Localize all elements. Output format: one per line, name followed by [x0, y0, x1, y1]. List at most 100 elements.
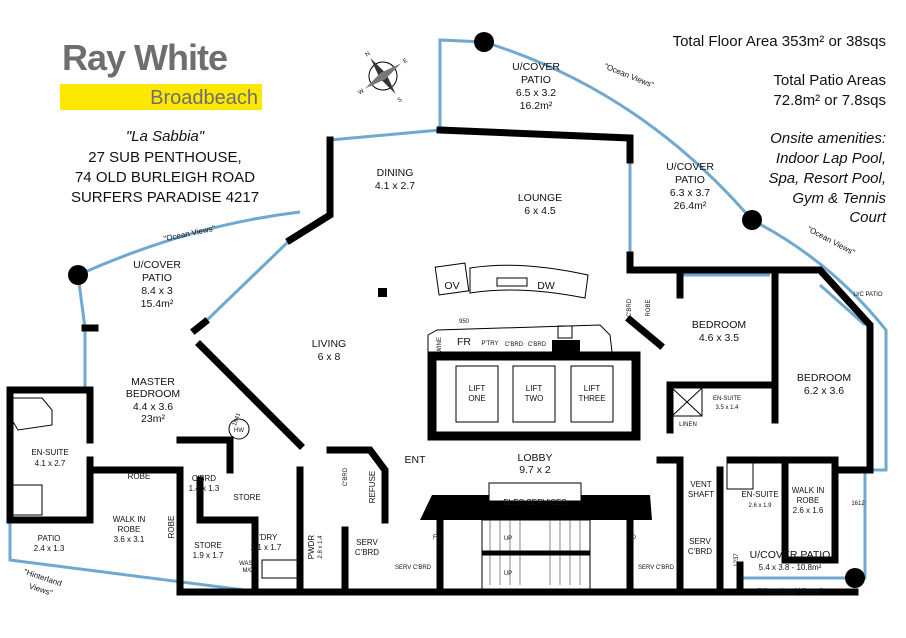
svg-text:4.6 x 3.5: 4.6 x 3.5 — [699, 332, 739, 344]
svg-text:"Ocean Views": "Ocean Views" — [806, 224, 857, 257]
svg-text:4.1 x 2.7: 4.1 x 2.7 — [375, 180, 415, 192]
svg-text:Gym & Tennis: Gym & Tennis — [792, 190, 886, 207]
svg-text:Onsite amenities:: Onsite amenities: — [770, 130, 886, 147]
svg-text:U/COVER: U/COVER — [133, 259, 181, 271]
svg-text:23m²: 23m² — [141, 413, 165, 425]
svg-text:THREE: THREE — [578, 394, 605, 403]
svg-text:LIFT: LIFT — [526, 384, 543, 393]
svg-text:PATIO: PATIO — [675, 174, 705, 186]
svg-text:1.4 x 1.3: 1.4 x 1.3 — [189, 484, 220, 493]
svg-text:U/C PATIO: U/C PATIO — [853, 292, 882, 298]
svg-text:WASH: WASH — [239, 561, 257, 567]
svg-text:6.3 x 3.7: 6.3 x 3.7 — [670, 187, 710, 199]
svg-text:FR: FR — [457, 336, 471, 348]
compass-icon: N S E W — [357, 51, 409, 104]
svg-text:DW: DW — [537, 280, 555, 292]
svg-text:BEDROOM: BEDROOM — [126, 388, 180, 400]
svg-text:UP: UP — [504, 571, 512, 577]
svg-text:DINING: DINING — [377, 167, 414, 179]
kitchen: OV DW WINE FR 950 P'TRY C'BRD C'BRD — [427, 262, 613, 354]
svg-text:EN-SUITE: EN-SUITE — [713, 396, 741, 402]
svg-text:27 SUB PENTHOUSE,: 27 SUB PENTHOUSE, — [88, 149, 241, 166]
svg-text:8.4 x 3: 8.4 x 3 — [141, 285, 173, 297]
svg-text:WALK IN: WALK IN — [113, 515, 146, 524]
columns — [68, 32, 865, 588]
svg-text:EN-SUITE: EN-SUITE — [31, 448, 68, 457]
svg-text:ROBE: ROBE — [118, 525, 141, 534]
svg-text:2.4 x 1.3: 2.4 x 1.3 — [34, 544, 65, 553]
svg-text:LIFT: LIFT — [469, 384, 486, 393]
svg-text:HW: HW — [234, 428, 244, 434]
svg-text:1.9 x 1.7: 1.9 x 1.7 — [193, 551, 224, 560]
svg-text:STORE: STORE — [194, 541, 221, 550]
svg-text:M/C: M/C — [243, 568, 255, 574]
svg-text:72.8m² or 7.8sqs: 72.8m² or 7.8sqs — [773, 92, 886, 109]
svg-text:SERV C'BRD: SERV C'BRD — [395, 565, 432, 571]
svg-text:FD: FD — [433, 535, 442, 541]
svg-text:C'BRD: C'BRD — [192, 474, 216, 483]
svg-text:ENT: ENT — [405, 454, 427, 466]
svg-text:16.2m²: 16.2m² — [520, 100, 553, 112]
svg-text:LOUNGE: LOUNGE — [518, 192, 562, 204]
svg-text:2.6 x 1.9: 2.6 x 1.9 — [748, 503, 772, 509]
stair-core: ELEC SERVICES UP UP — [420, 482, 652, 596]
svg-text:UP: UP — [504, 536, 512, 542]
svg-text:Spa, Resort Pool,: Spa, Resort Pool, — [768, 170, 886, 187]
svg-text:MASTER: MASTER — [131, 376, 175, 388]
svg-text:C'BRD: C'BRD — [688, 547, 712, 556]
svg-text:Court: Court — [849, 209, 887, 226]
svg-text:3.5 x 1.4: 3.5 x 1.4 — [715, 405, 739, 411]
svg-text:BEDROOM: BEDROOM — [797, 372, 851, 384]
svg-text:ROBE: ROBE — [167, 516, 176, 539]
svg-text:U/COVER: U/COVER — [512, 61, 560, 73]
svg-text:2.1 x 1.7: 2.1 x 1.7 — [251, 543, 282, 552]
svg-text:STORE: STORE — [233, 493, 260, 502]
svg-text:1237: 1237 — [734, 553, 740, 567]
lift-two: LIFT TWO — [512, 365, 556, 423]
svg-text:SHAFT: SHAFT — [688, 490, 714, 499]
svg-text:5.4 x 3.8 - 10.8m²: 5.4 x 3.8 - 10.8m² — [759, 563, 822, 572]
room-ensuite-master: EN-SUITE 4.1 x 2.7 — [31, 448, 68, 468]
svg-text:SERV: SERV — [356, 538, 378, 547]
ray-white-logo: Ray White Broadbeach — [60, 37, 262, 110]
svg-text:SERV: SERV — [689, 537, 711, 546]
svg-text:4.1 x 2.7: 4.1 x 2.7 — [35, 459, 66, 468]
svg-text:ROBE: ROBE — [128, 472, 151, 481]
svg-text:"Hinterland Views": "Hinterland Views" — [757, 587, 823, 596]
svg-text:3.6 x 3.1: 3.6 x 3.1 — [114, 535, 145, 544]
svg-text:REFUSE: REFUSE — [368, 471, 377, 503]
logo-yellow-bar — [60, 84, 262, 110]
svg-text:N: N — [365, 51, 372, 58]
svg-text:PATIO: PATIO — [521, 74, 551, 86]
walls — [6, 126, 874, 596]
svg-text:VENT: VENT — [690, 480, 711, 489]
svg-text:LINEN: LINEN — [679, 422, 697, 428]
svg-text:P'TRY: P'TRY — [481, 341, 498, 347]
fixtures: HW — [11, 387, 754, 579]
svg-text:C'BRD: C'BRD — [528, 342, 547, 348]
svg-text:ROBE: ROBE — [646, 299, 652, 316]
svg-text:"Ocean Views": "Ocean Views" — [603, 62, 655, 90]
svg-text:L'DRY: L'DRY — [255, 533, 278, 542]
svg-text:U/COVER: U/COVER — [666, 161, 714, 173]
svg-text:26.4m²: 26.4m² — [674, 200, 707, 212]
svg-text:1641: 1641 — [232, 412, 242, 427]
svg-text:ROBE: ROBE — [797, 496, 820, 505]
svg-text:WALK IN: WALK IN — [792, 486, 825, 495]
property-address: "La Sabbia" 27 SUB PENTHOUSE, 74 OLD BUR… — [71, 128, 259, 206]
